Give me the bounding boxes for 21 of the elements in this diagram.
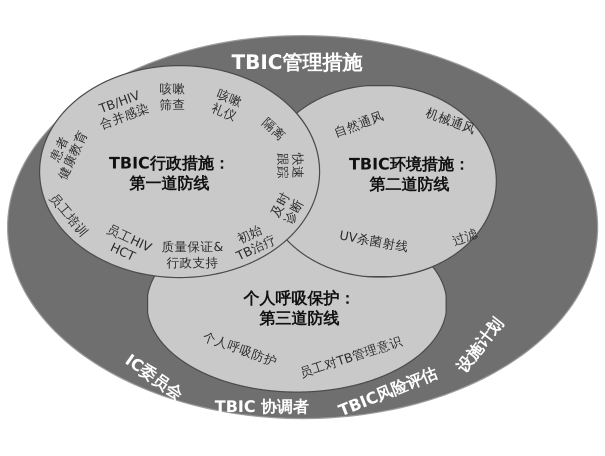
measure-label: 自然通风 <box>332 108 386 140</box>
measure-label: 员工培训 <box>46 190 92 240</box>
ellipse-title: 个人呼吸保护：第三道防线 <box>243 288 356 328</box>
measure-label: 过滤 <box>450 226 480 249</box>
ellipse-title: TBIC环境措施：第二道防线 <box>348 154 470 194</box>
measure-label: 快速跟踪 <box>275 153 306 180</box>
component-label: IC委员会 <box>121 350 186 404</box>
measure-label: 个人呼吸防护 <box>201 328 280 370</box>
measure-label: 患者健康教育 <box>46 128 92 182</box>
component-label: 设施计划 <box>452 314 508 376</box>
component-label: TBIC 协调者 <box>214 397 310 417</box>
ellipse-title: TBIC行政措施：第一道防线 <box>108 154 230 193</box>
section-title: TBIC管理措施 <box>231 50 362 74</box>
measure-label: 机械通风 <box>424 105 478 138</box>
measure-label: UV杀菌射线 <box>338 228 410 255</box>
measure-label: 咳嗽筛查 <box>159 81 186 112</box>
measure-label: 咳嗽礼仪 <box>210 86 246 124</box>
measure-label: 质量保证&行政支持 <box>162 239 224 270</box>
measure-label: 员工HIV HCT <box>104 221 154 266</box>
component-label: TBIC风险评估 <box>336 363 440 421</box>
measure-label: 隔离 <box>260 115 290 144</box>
